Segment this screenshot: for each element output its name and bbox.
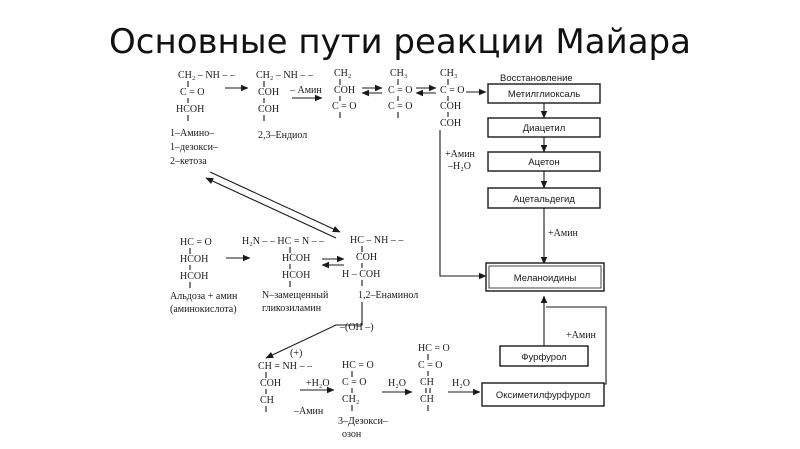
box-label: Ацетон (528, 157, 559, 168)
box-label: Диацетил (523, 123, 566, 134)
diacetyl-box: Диацетил (487, 117, 601, 138)
formula-line: C = O (332, 101, 357, 112)
diagonal-arrow-back (205, 177, 337, 239)
amino-deoxy-ketose: CH₂ – NH – – C = O HCOH 1–Амино– 1–дезок… (170, 70, 236, 167)
formula-line: H – COH (342, 269, 380, 280)
compound-name: гликозиламин (262, 303, 322, 314)
minus-hydroxyl-label: –(OH –) (339, 322, 374, 333)
compound-name: Альдоза + амин (170, 291, 238, 302)
formula-line: HC = O (418, 343, 450, 354)
formula-line: COH (258, 104, 279, 115)
water-label: H₂O (388, 378, 406, 389)
hmf-box: Оксиметилфурфурол (481, 382, 605, 407)
formula-line: C = O (388, 101, 413, 112)
route-hmf-to-melanoidins (546, 306, 607, 385)
formula-line: COH (440, 118, 461, 129)
route-to-melanoidins (439, 130, 487, 280)
formula-line: HCOH (282, 270, 310, 281)
formula-line: C = O (440, 85, 465, 96)
formula-line: CH₂ – NH – – (256, 70, 314, 81)
box-label: Фурфурол (521, 352, 566, 363)
plus-amine-label: +Амин (548, 228, 579, 239)
enediol-2-3: CH₂ – NH – – COH COH 2,3–Ендиол (256, 70, 314, 141)
formula-line: CH (260, 395, 274, 406)
melanoidins-box: Меланоидины (485, 262, 605, 292)
plus-amine-label: +Амин (445, 149, 476, 160)
acetaldehyde-box: Ацетальдегид (487, 187, 601, 209)
formula-line: COH (440, 101, 461, 112)
compound-name: 1–дезокси– (170, 142, 219, 153)
route-to-schiff-cation (265, 302, 363, 359)
formula-line: HCOH (176, 104, 204, 115)
formula-line: HCOH (180, 254, 208, 265)
box-label: Меланоидины (514, 273, 577, 284)
compound-name: 2–кетоза (170, 156, 207, 167)
formula-line: CH = NH – – (258, 361, 313, 372)
box-label: Ацетальдегид (513, 194, 575, 205)
page-title: Основные пути реакции Майара (109, 22, 691, 62)
formula-line: CH₃ (390, 68, 407, 79)
intermediate-triose: CH₃ C = O COH COH (440, 68, 465, 129)
formula-line: H₂N – – HC = N – – (242, 236, 325, 247)
formula-line: COH (356, 252, 377, 263)
intermediate-diketone: CH₃ C = O C = O (388, 68, 413, 118)
formula-line: CH₂ (334, 68, 351, 79)
formula-line: COH (258, 87, 279, 98)
compound-name: 1–Амино– (170, 128, 215, 139)
formula-line: C = O (342, 377, 367, 388)
reduction-header: Восстановление (500, 73, 573, 84)
formula-line: C = O (418, 360, 443, 371)
formula-line: COH (334, 85, 355, 96)
formula-line: CH₂ (342, 394, 359, 405)
compound-name: 1,2–Енаминол (358, 290, 418, 301)
compound-name: 3–Дезокси– (338, 416, 389, 427)
aldose: HC = O HCOH HCOH Альдоза + амин (аминоки… (170, 237, 238, 315)
furfural-box: Фурфурол (499, 345, 589, 367)
plus-amine-label: +Амин (566, 330, 597, 341)
minus-amine-label: –Амин (293, 406, 324, 417)
plus-water-label: +H₂O (306, 378, 330, 389)
formula-line: C = O (388, 85, 413, 96)
compound-name: 2,3–Ендиол (258, 130, 307, 141)
box-label: Оксиметилфурфурол (496, 390, 590, 401)
compound-name: (аминокислота) (170, 304, 237, 315)
formula-line: HC – NH – – (350, 235, 404, 246)
glycosylamine: H₂N – – HC = N – – HCOH HCOH N–замещенны… (242, 236, 329, 314)
minus-amine-label: – Амин (289, 85, 322, 96)
intermediate-ketol: CH₂ COH C = O (332, 68, 357, 118)
compound-name: N–замещенный (262, 290, 329, 301)
formula-line: COH (260, 378, 281, 389)
enaminol-1-2: HC – NH – – COH H – COH 1,2–Енаминол (342, 235, 418, 301)
water-label: H₂O (452, 378, 470, 389)
methylglyoxal-box: Метилглиоксаль (487, 83, 601, 104)
minus-water-label: –H₂O (447, 161, 471, 172)
formula-line: HCOH (180, 271, 208, 282)
charge-label: (+) (290, 348, 302, 359)
acetone-box: Ацетон (487, 151, 601, 172)
formula-line: CH (420, 394, 434, 405)
deoxyosone-3: HC = O C = O CH₂ 3–Дезокси– озон (338, 360, 389, 440)
formula-line: CH₂ – NH – – (178, 70, 236, 81)
formula-line: CH (420, 377, 434, 388)
schiff-base-cation: (+) CH = NH – – COH CH (258, 348, 313, 412)
formula-line: HC = O (180, 237, 212, 248)
formula-line: C = O (180, 87, 205, 98)
formula-line: HC = O (342, 360, 374, 371)
formula-line: CH₃ (440, 68, 457, 79)
formula-line: HCOH (282, 253, 310, 264)
diagonal-arrow-forward (209, 171, 341, 233)
compound-name: озон (342, 429, 362, 440)
unsaturated-osone: HC = O C = O CH CH (418, 343, 450, 411)
box-label: Метилглиоксаль (508, 89, 580, 100)
